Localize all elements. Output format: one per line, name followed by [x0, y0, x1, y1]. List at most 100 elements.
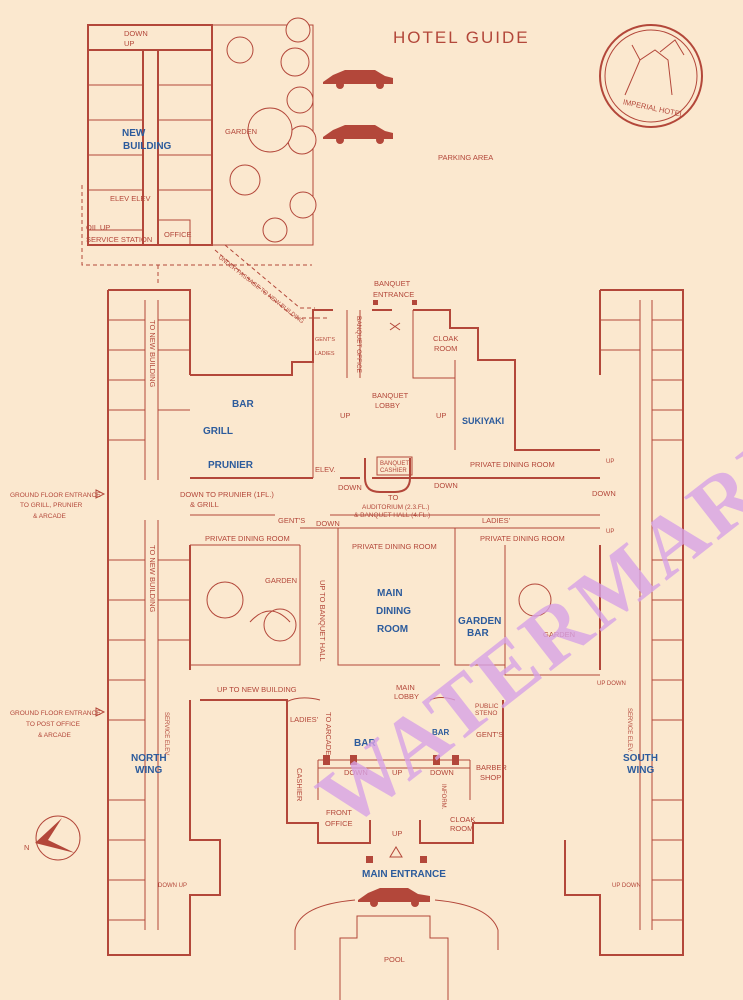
public-steno-label: STENO	[475, 710, 497, 717]
cashier-label: CASHIER	[295, 768, 304, 802]
up-label: UP	[436, 411, 446, 420]
banquet-lobby-label: BANQUET	[372, 391, 409, 400]
to-new-building-label: TO NEW BUILDING	[148, 320, 157, 388]
public-steno-label: PUBLIC	[475, 703, 499, 710]
to-auditorium-label: AUDITORIUM (2.3.FL.)	[362, 504, 429, 511]
south-wing-label-1: SOUTH	[623, 753, 658, 764]
car-icon	[323, 125, 393, 144]
ladies-label: LADIES	[315, 351, 335, 357]
garden-top-label: GARDEN	[225, 127, 257, 136]
map-title: HOTEL GUIDE	[393, 28, 530, 47]
down-label: DOWN	[430, 768, 454, 777]
north-wing: NORTH WING TO NEW BUILDING TO NEW BUILDI…	[107, 289, 221, 956]
compass-icon: N	[24, 815, 81, 861]
banquet-entrance-label: BANQUET	[374, 279, 411, 288]
stairs-down-label: DOWN	[124, 29, 148, 38]
up-down-label: UP DOWN	[597, 681, 626, 687]
up-down-label: UP DOWN	[612, 883, 641, 889]
logo-text: IMPERIAL HOTEL	[622, 97, 684, 119]
front-office-label: FRONT	[326, 808, 352, 817]
garden-bar-label: BAR	[467, 628, 489, 639]
imperial-hotel-logo: IMPERIAL HOTEL	[599, 24, 703, 128]
banquet-lobby-label: LOBBY	[375, 401, 400, 410]
up-label: UP	[340, 411, 350, 420]
car-icon	[323, 70, 393, 89]
cloak-room-label: ROOM	[450, 824, 473, 833]
private-dining-room-label: PRIVATE DINING ROOM	[352, 542, 437, 551]
down-label: DOWN	[344, 768, 368, 777]
down-to-prunier-label: & GRILL	[190, 500, 219, 509]
up-label: UP	[392, 768, 402, 777]
ground-entrance-label: & ARCADE	[38, 732, 72, 739]
pool-label: POOL	[384, 955, 405, 964]
main-lobby: MAIN LOBBY BAR BAR LADIES' TO ARCADE PUB…	[200, 300, 507, 880]
central-block: BAR GRILL PRUNIER SUKIYAKI BANQUET ENTRA…	[180, 279, 614, 676]
up-label: UP	[392, 829, 402, 838]
cloak-room-label: ROOM	[434, 344, 457, 353]
private-dining-room-label: PRIVATE DINING ROOM	[470, 460, 555, 469]
gents-label: GENT'S	[278, 516, 305, 525]
bar-label: BAR	[354, 738, 376, 749]
ground-entrance-label: & ARCADE	[33, 513, 67, 520]
car-icon	[358, 888, 430, 907]
compass-north-label: N	[24, 843, 29, 852]
private-dining-room-label: PRIVATE DINING ROOM	[480, 534, 565, 543]
down-label: DOWN	[434, 481, 458, 490]
north-wing-label-2: WING	[135, 765, 162, 776]
grill-label: GRILL	[203, 426, 233, 437]
down-label: DOWN	[338, 483, 362, 492]
private-dining-room-label: PRIVATE DINING ROOM	[205, 534, 290, 543]
new-building-label-2: BUILDING	[123, 141, 172, 152]
cloak-room-label: CLOAK	[450, 815, 475, 824]
parking-area-label: PARKING AREA	[438, 153, 493, 162]
elevator-label: ELEV.	[315, 465, 336, 474]
new-building: NEW BUILDING DOWN UP ELEV ELEV OIL UP SE…	[81, 24, 312, 285]
pool-area: POOL	[294, 899, 499, 1000]
banquet-cashier-label: CASHIER	[380, 468, 407, 474]
banquet-entrance-label: ENTRANCE	[373, 290, 414, 299]
service-elev-label: SERVICE ELEV.	[163, 712, 169, 757]
garden-left-label: GARDEN	[265, 576, 297, 585]
up-label: UP	[606, 459, 614, 465]
main-lobby-label: LOBBY	[394, 692, 419, 701]
bar-label: BAR	[232, 399, 254, 410]
ground-entrance-label: GROUND FLOOR ENTRANCE	[10, 710, 101, 717]
ground-entrance-label: TO GRILL, PRUNIER	[20, 502, 83, 509]
south-wing: SOUTH WING UP DOWN DOWN UP DOWN SERVICE …	[564, 289, 684, 956]
elevator-label: ELEV ELEV	[110, 194, 150, 203]
main-entrance-label: MAIN ENTRANCE	[362, 869, 446, 880]
barber-shop-label: BARBER	[476, 763, 507, 772]
bar-label: BAR	[432, 728, 450, 737]
main-dining-label: ROOM	[377, 624, 408, 635]
ladies-label: LADIES'	[482, 516, 511, 525]
dining-area: MAIN DINING ROOM GARDEN BAR GARDEN GARDE…	[206, 576, 575, 694]
information-label: INFORM.	[440, 784, 446, 810]
down-up-label: DOWN UP	[158, 883, 187, 889]
up-to-new-building-label: UP TO NEW BUILDING	[217, 685, 297, 694]
prunier-label: PRUNIER	[208, 460, 254, 471]
north-wing-label-1: NORTH	[131, 753, 167, 764]
to-new-building-label: TO NEW BUILDING	[148, 545, 157, 613]
oil-up-label: OIL UP	[86, 223, 110, 232]
down-label: DOWN	[592, 489, 616, 498]
gents-label: GENT'S	[476, 730, 503, 739]
banquet-office-label: BANQUET OFFICE	[355, 316, 362, 374]
garden-right-label: GARDEN	[543, 630, 575, 639]
garden-top: GARDEN	[211, 17, 317, 246]
service-elev-label: SERVICE ELEV.	[626, 708, 632, 753]
main-dining-label: MAIN	[377, 588, 403, 599]
sukiyaki-label: SUKIYAKI	[462, 416, 504, 426]
to-auditorium-label: TO	[388, 493, 398, 502]
cloak-room-label: CLOAK	[433, 334, 458, 343]
front-office-label: OFFICE	[325, 819, 353, 828]
barber-shop-label: SHOP	[480, 773, 501, 782]
gents-label: GENT'S	[315, 337, 335, 343]
office-label: OFFICE	[164, 230, 192, 239]
garden-bar-label: GARDEN	[458, 616, 501, 627]
main-dining-label: DINING	[376, 606, 411, 617]
main-lobby-label: MAIN	[396, 683, 415, 692]
ground-entrance-label: TO POST OFFICE	[26, 721, 81, 728]
up-label: UP	[606, 529, 614, 535]
down-label: DOWN	[316, 519, 340, 528]
